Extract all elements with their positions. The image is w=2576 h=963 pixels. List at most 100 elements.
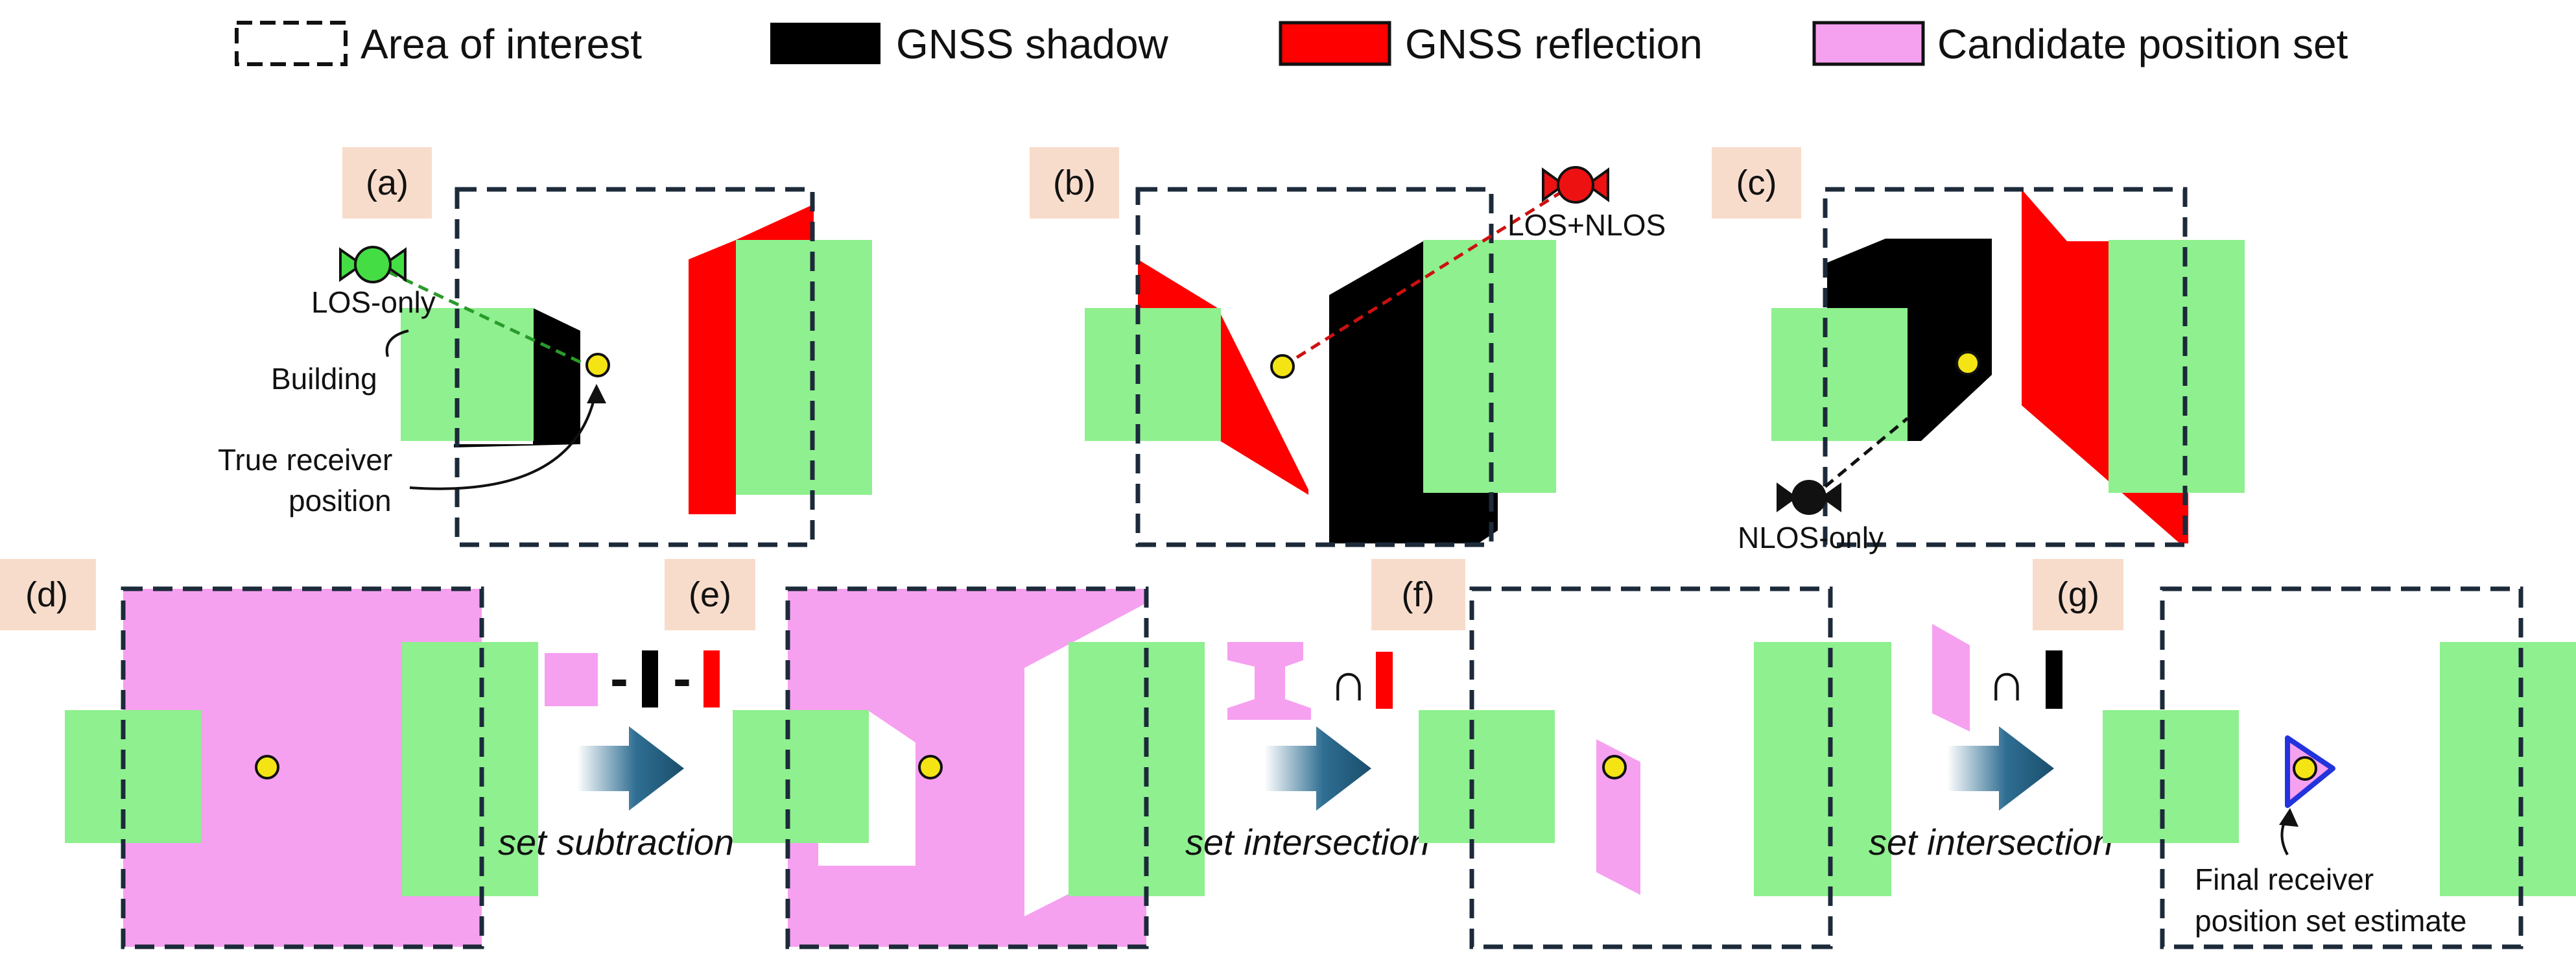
panel-c-nlos-ray — [1811, 417, 1909, 499]
operation-set-intersection-1: ∩ set intersection — [1185, 642, 1430, 862]
op1-symbol-minus-1: - — [610, 648, 628, 709]
legend-swatch-gnss-shadow — [770, 23, 880, 64]
panel-e-candidate-set — [788, 589, 1146, 947]
panel-g-building-left — [2103, 710, 2239, 843]
op1-operand-reflection — [703, 650, 720, 707]
panel-a-receiver-label-line1: True receiver — [218, 443, 392, 477]
panel-a-satellite-icon — [339, 246, 407, 283]
panel-a-building-right — [736, 240, 872, 495]
panel-e-tag: (e) — [689, 575, 731, 614]
panel-a-building-pointer — [385, 329, 409, 357]
panel-g-estimate-pointer-head — [2279, 808, 2298, 827]
panel-c-building-right — [2109, 240, 2245, 493]
panel-b-building-left — [1085, 308, 1221, 441]
panel-a-receiver-pointer-head — [587, 384, 606, 403]
panel-b-satellite-icon — [1542, 166, 1609, 204]
panel-a-tag: (a) — [366, 163, 408, 202]
panel-g-receiver-position-marker — [2293, 756, 2317, 781]
panel-b-reflected-ray — [1281, 186, 1569, 368]
panel-a-shadow — [454, 308, 580, 447]
operation-set-intersection-2: ∩ set intersection — [1869, 624, 2113, 862]
panel-b-satellite-label: LOS+NLOS — [1507, 208, 1666, 242]
panel-a-tag-bg — [342, 147, 432, 219]
panel-a-receiver-position-marker — [585, 353, 610, 377]
panel-c: (c) NLOS-only — [1712, 147, 2245, 554]
op3-operand-candidate — [1932, 624, 1970, 731]
panel-e-tag-bg — [665, 559, 755, 630]
panel-f: (f) — [1371, 559, 1891, 949]
op1-operand-candidate — [545, 653, 598, 706]
panel-e-receiver-position-marker — [918, 755, 943, 779]
panel-c-building-left — [1771, 308, 1908, 441]
panel-c-tag: (c) — [1736, 163, 1777, 202]
op2-operand-candidate — [1227, 642, 1311, 720]
panel-c-reflection — [2022, 189, 2188, 543]
op3-label: set intersection — [1869, 822, 2113, 862]
op1-process-arrow-icon — [577, 726, 684, 811]
panel-d-building-left — [65, 710, 201, 843]
panel-a-reflection-side — [689, 240, 736, 514]
legend-label-gnss-reflection: GNSS reflection — [1405, 21, 1703, 67]
legend: Area of interest GNSS shadow GNSS reflec… — [235, 21, 2348, 67]
panel-a-receiver-label-line2: position — [289, 484, 392, 517]
panel-g-building-right — [2440, 642, 2576, 896]
panel-g-area-of-interest — [2160, 586, 2523, 949]
panel-f-tag: (f) — [1402, 575, 1435, 614]
panel-a-receiver-pointer — [409, 387, 598, 490]
panel-d-building-right — [402, 642, 538, 896]
legend-label-candidate-position-set: Candidate position set — [1937, 21, 2348, 67]
panel-b-building-right — [1423, 240, 1556, 493]
op1-operand-shadow — [642, 650, 658, 707]
legend-swatch-candidate-position-set — [1812, 21, 1925, 66]
panel-c-receiver-position-marker — [1956, 351, 1980, 375]
panel-a-building-left — [401, 308, 534, 441]
panel-f-area-of-interest — [1469, 586, 1833, 949]
op2-symbol-intersection: ∩ — [1329, 651, 1369, 712]
panel-b-shadow — [1329, 241, 1498, 543]
panel-f-tag-bg — [1371, 559, 1465, 630]
panel-a-reflection-top — [736, 204, 814, 241]
panel-b: (b) LOS+NLOS — [1030, 147, 1666, 547]
legend-swatch-gnss-reflection — [1279, 21, 1391, 66]
panel-c-tag-bg — [1712, 147, 1801, 219]
op2-process-arrow-icon — [1264, 726, 1371, 811]
panel-g: (g) Final receiver position set estimate — [2033, 559, 2576, 949]
operation-set-subtraction: - - set subtraction — [498, 648, 734, 862]
panel-f-candidate-set — [1596, 739, 1640, 895]
panel-c-satellite-label: NLOS-only — [1738, 521, 1884, 554]
op1-symbol-minus-2: - — [673, 648, 691, 709]
panel-c-satellite-icon — [1777, 480, 1841, 515]
panel-b-receiver-position-marker — [1270, 354, 1295, 379]
panel-e-area-of-interest — [785, 586, 1149, 949]
panel-d: (d) — [0, 559, 538, 949]
op3-process-arrow-icon — [1947, 726, 2054, 811]
panel-d-tag: (d) — [25, 575, 68, 614]
panel-f-building-right — [1754, 642, 1891, 896]
panel-b-tag-bg — [1030, 147, 1119, 219]
panel-f-receiver-position-marker — [1602, 755, 1627, 779]
legend-label-area-of-interest: Area of interest — [360, 21, 642, 67]
op2-label: set intersection — [1185, 822, 1430, 862]
panel-a-satellite-label: LOS-only — [311, 285, 436, 319]
panel-b-tag: (b) — [1053, 163, 1096, 202]
panel-a: (a) LOS-only Building True receiver posi… — [218, 147, 872, 547]
panel-g-estimate-label-line1: Final receiver — [2195, 862, 2374, 896]
panel-c-area-of-interest — [1823, 187, 2188, 547]
panel-b-area-of-interest — [1135, 187, 1494, 547]
panel-e-building-right — [1069, 642, 1205, 896]
panel-g-tag: (g) — [2057, 575, 2099, 614]
panel-a-building-label: Building — [271, 362, 377, 396]
op2-operand-reflection — [1376, 652, 1393, 709]
legend-swatch-area-of-interest — [235, 21, 348, 66]
panel-g-estimate-label-line2: position set estimate — [2195, 904, 2466, 938]
panel-g-tag-bg — [2033, 559, 2123, 630]
panel-e: (e) — [665, 559, 1205, 949]
legend-label-gnss-shadow: GNSS shadow — [896, 21, 1169, 67]
panel-e-building-left — [733, 710, 869, 843]
op3-symbol-intersection: ∩ — [1987, 651, 2027, 712]
panel-d-tag-bg — [0, 559, 96, 630]
panel-a-los-ray — [372, 263, 588, 367]
panel-d-receiver-position-marker — [255, 755, 279, 779]
op1-label: set subtraction — [498, 822, 734, 862]
